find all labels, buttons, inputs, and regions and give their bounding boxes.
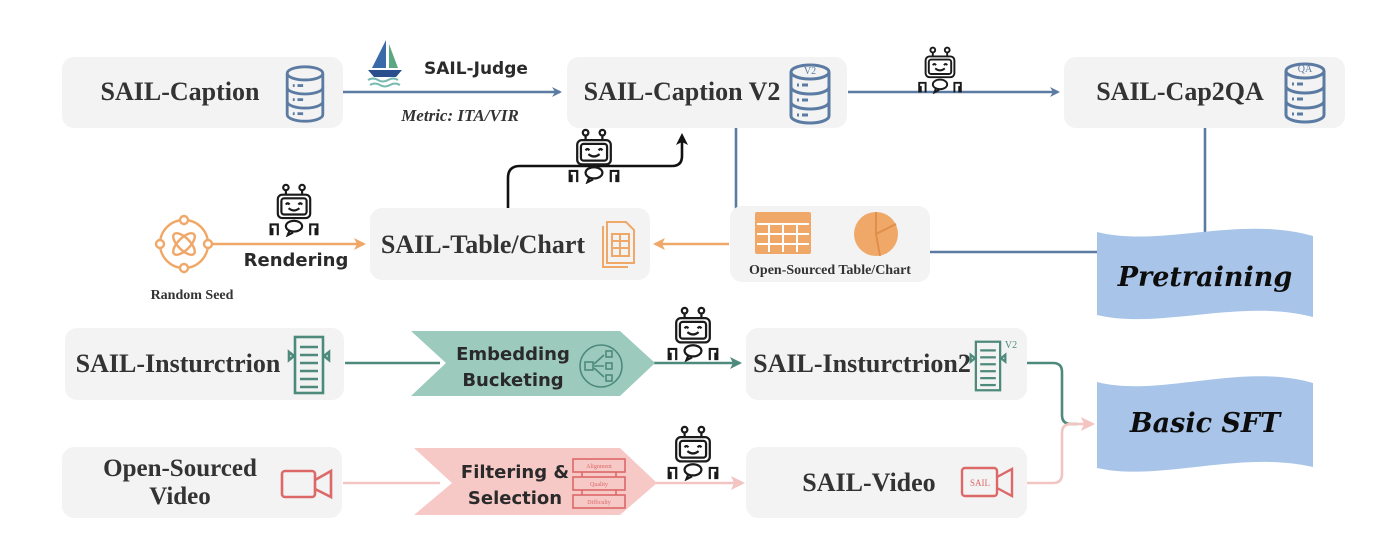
- node-sail-instruction2[interactable]: SAIL-Insturctrion2 V2: [746, 328, 1027, 400]
- sail-badge: SAIL: [970, 478, 990, 488]
- basic-sft-label: Basic SFT: [1129, 408, 1282, 439]
- output-pretraining[interactable]: Pretraining: [1097, 228, 1313, 320]
- video-camera-icon: [960, 466, 1014, 498]
- node-open-sourced-video[interactable]: Open-Sourced Video: [62, 447, 342, 518]
- edge-instruction2-to-sft: [1027, 361, 1078, 426]
- edge-tablechart-to-v2: [506, 133, 688, 208]
- node-label: SAIL-Insturctrion2: [753, 349, 971, 378]
- node-label: SAIL-Insturctrion: [76, 349, 281, 378]
- embedding-line2: Bucketing: [462, 370, 563, 391]
- criteria-stack-icon: Alignment Quality Difficulty: [572, 458, 626, 509]
- node-label-line1: Open-Sourced: [103, 455, 257, 482]
- node-sail-caption[interactable]: SAIL-Caption: [62, 57, 343, 128]
- video-camera-icon: [280, 468, 333, 500]
- document-table-icon: [602, 221, 635, 268]
- filtering-line2: Selection: [468, 488, 562, 509]
- node-open-table-chart[interactable]: Open-Sourced Table/Chart: [730, 206, 930, 282]
- node-sail-instruction[interactable]: SAIL-Insturctrion: [65, 328, 344, 400]
- criterion-difficulty: Difficulty: [587, 499, 611, 506]
- robot-icon: [568, 128, 620, 184]
- open-table-chart-label: Open-Sourced Table/Chart: [749, 263, 911, 278]
- process-embedding-bucketing[interactable]: Embedding Bucketing: [411, 331, 655, 396]
- node-sail-table-chart[interactable]: SAIL-Table/Chart: [370, 208, 650, 280]
- robot-icon: [269, 183, 319, 237]
- node-label: SAIL-Caption V2: [584, 77, 781, 106]
- node-label: SAIL-Cap2QA: [1096, 77, 1264, 106]
- criterion-quality: Quality: [590, 482, 608, 488]
- node-sail-caption-v2[interactable]: SAIL-Caption V2 V2: [567, 57, 847, 128]
- pie-chart-icon: [854, 212, 898, 257]
- version-badge: V2: [804, 66, 816, 77]
- node-sail-cap2qa[interactable]: SAIL-Cap2QA QA: [1064, 57, 1345, 128]
- node-label: SAIL-Caption: [101, 77, 260, 106]
- edge-sailvideo-to-sft: [1027, 417, 1095, 485]
- embedding-line1: Embedding: [456, 344, 570, 365]
- node-sail-video[interactable]: SAIL-Video SAIL: [746, 447, 1027, 518]
- atom-cycle-icon: [154, 214, 214, 274]
- rendering-label: Rendering: [244, 250, 349, 271]
- bucketing-icon: [579, 344, 623, 388]
- node-label: SAIL-Table/Chart: [381, 230, 586, 259]
- robot-icon: [667, 306, 719, 362]
- judge-metric-label: Metric: ITA/VIR: [400, 106, 519, 125]
- criterion-alignment: Alignment: [586, 464, 612, 470]
- output-basic-sft[interactable]: Basic SFT: [1097, 376, 1313, 472]
- node-label: SAIL-Video: [802, 468, 935, 497]
- qa-badge: QA: [1298, 64, 1313, 75]
- pretraining-label: Pretraining: [1117, 262, 1293, 293]
- robot-icon: [918, 46, 962, 94]
- filtering-line1: Filtering &: [461, 462, 569, 483]
- version-badge: V2: [1005, 340, 1017, 351]
- random-seed-node[interactable]: Random Seed: [151, 214, 234, 303]
- sailboat-icon: [367, 40, 402, 88]
- random-seed-label: Random Seed: [151, 288, 234, 303]
- process-filtering-selection[interactable]: Filtering & Selection Alignment Quality …: [414, 448, 657, 515]
- judge-label: SAIL-Judge: [424, 59, 528, 79]
- table-icon: [755, 212, 811, 254]
- robot-icon: [667, 425, 719, 481]
- node-label-line2: Video: [149, 483, 211, 510]
